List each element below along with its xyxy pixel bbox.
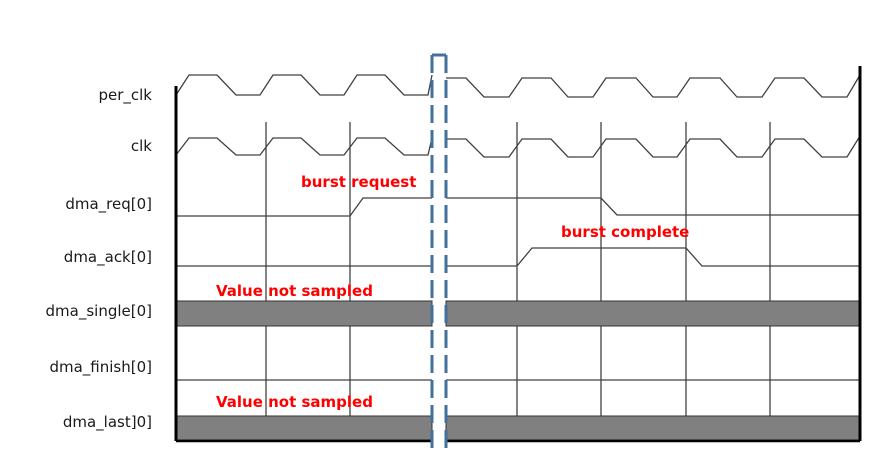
clk-waveform-right [446, 135, 861, 158]
signal-label-dma-single: dma_single[0] [45, 302, 152, 320]
annotation-burst-request: burst request [301, 173, 417, 191]
dma-single-bus-right [445, 300, 861, 327]
dma-req-waveform-left [176, 197, 432, 217]
per-clk-waveform-left [175, 74, 433, 96]
clk-waveform-left [175, 137, 433, 156]
per-clk-waveform-right [446, 74, 861, 98]
signal-label-dma-req: dma_req[0] [65, 195, 152, 213]
dma-single-bus-left [175, 300, 433, 327]
annotation-last-not-sampled: Value not sampled [216, 393, 373, 411]
signal-label-dma-ack: dma_ack[0] [63, 248, 152, 266]
dma-last-bus-left [175, 415, 433, 441]
signal-label-dma-finish: dma_finish[0] [49, 358, 152, 376]
time-break-gap [433, 55, 445, 455]
signal-label-dma-last: dma_last]0] [62, 413, 152, 431]
signal-label-per-clk: per_clk [98, 86, 152, 104]
signal-label-clk: clk [130, 137, 152, 155]
dma-ack-waveform-right [446, 247, 860, 267]
dma-req-waveform-right [446, 197, 860, 216]
annotation-burst-complete: burst complete [561, 223, 690, 241]
dma-last-bus-right [445, 415, 861, 441]
annotation-single-not-sampled: Value not sampled [216, 282, 373, 300]
